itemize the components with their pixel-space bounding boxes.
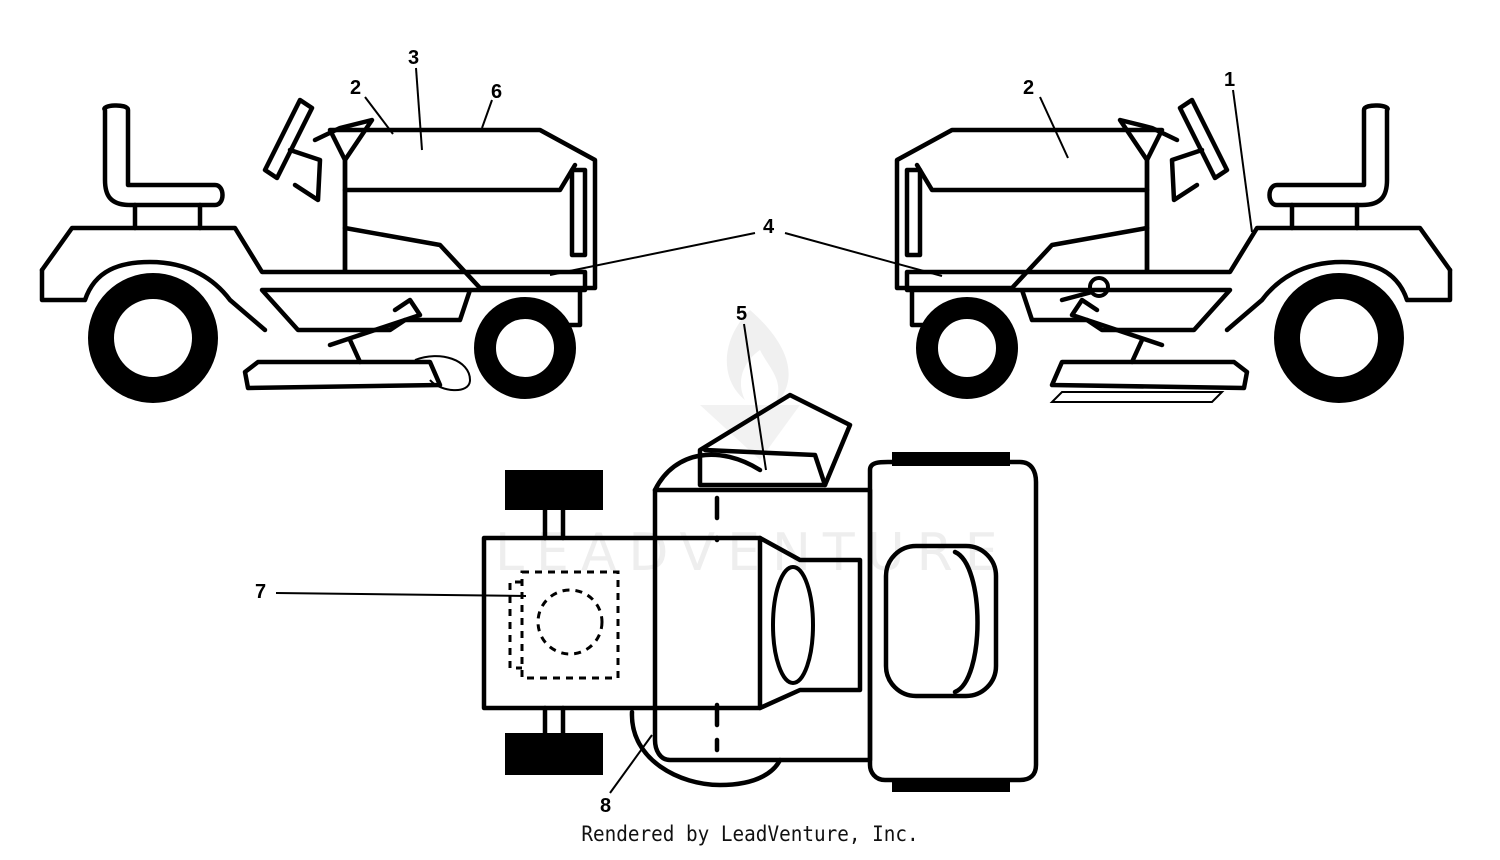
callout-labels: 1 2 2 3 4 5 6 7 8	[255, 47, 1235, 817]
callout-2-left: 2	[350, 77, 361, 99]
callout-7: 7	[255, 581, 266, 603]
callout-1: 1	[1224, 69, 1235, 91]
footer-credit: Rendered by LeadVenture, Inc.	[581, 822, 919, 846]
watermark-text: LEADVENTURE	[495, 523, 1010, 583]
rear-wheel-bottom	[505, 733, 603, 775]
tractor-top-view	[481, 392, 1039, 792]
callout-8: 8	[600, 795, 611, 817]
callout-6: 6	[491, 81, 502, 103]
callout-2-right: 2	[1023, 77, 1034, 99]
callout-3: 3	[408, 47, 419, 69]
tractor-left-view	[39, 97, 598, 403]
callout-4: 4	[763, 216, 775, 238]
rear-wheel-top	[505, 470, 603, 510]
callout-leaders	[275, 67, 1253, 794]
callout-5: 5	[736, 303, 747, 325]
tractor-right-view	[894, 97, 1453, 403]
